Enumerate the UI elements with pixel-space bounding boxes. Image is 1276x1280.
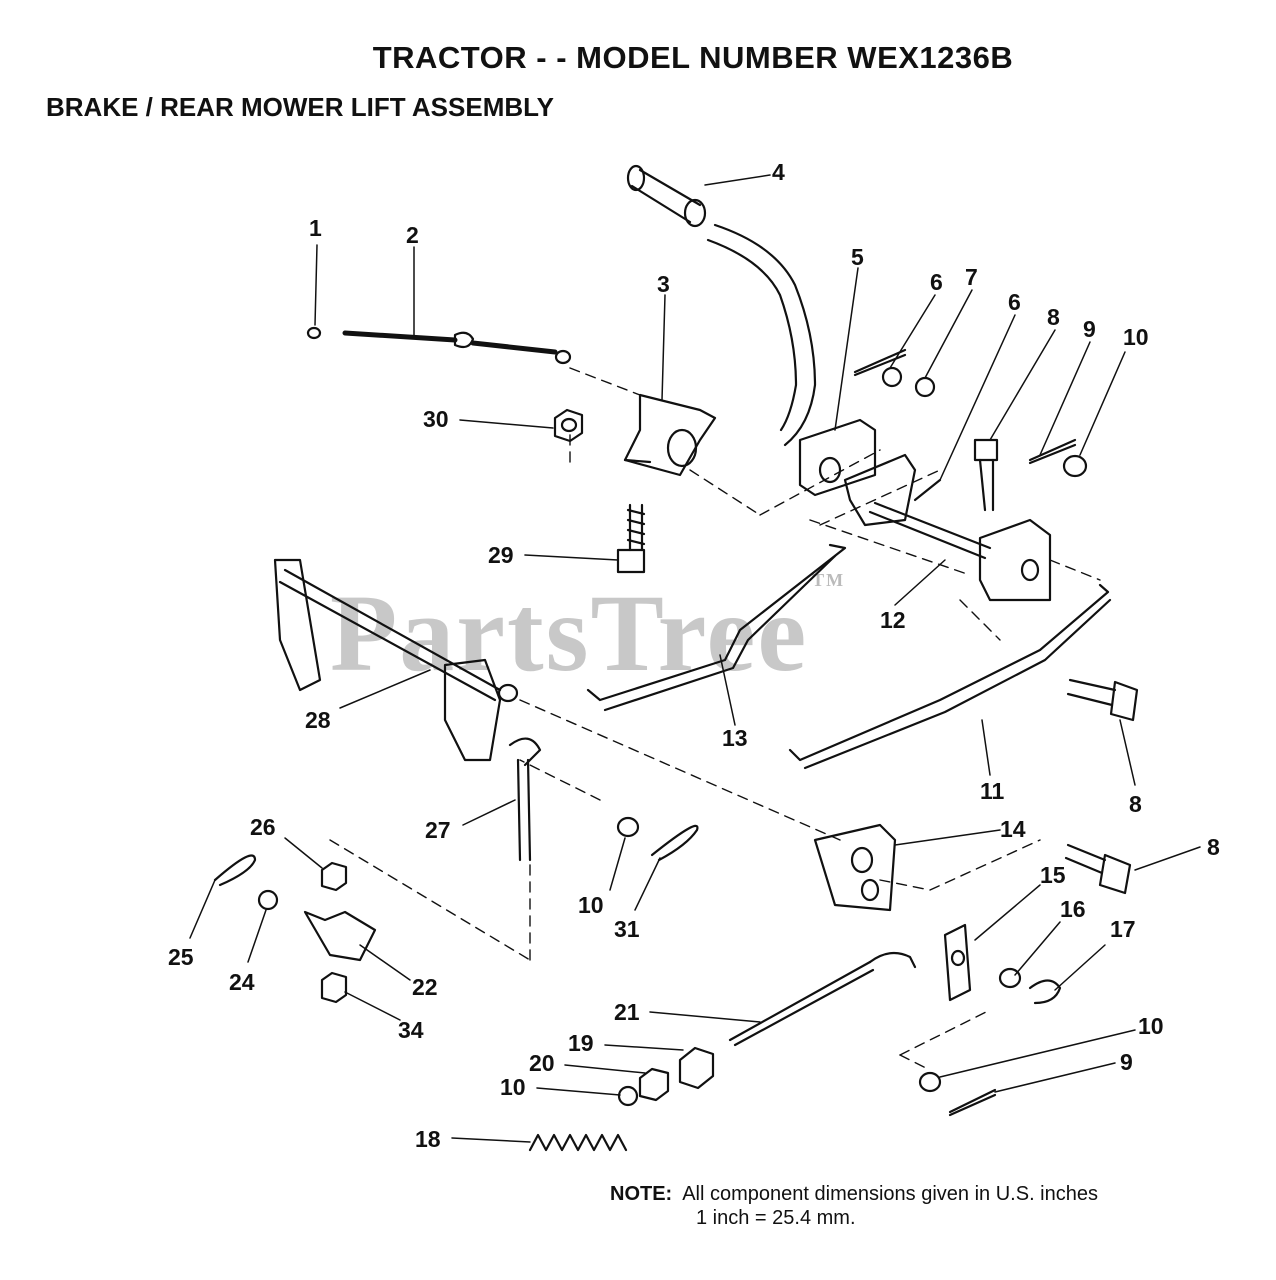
callout-9-top: 9	[1083, 316, 1096, 342]
callout-18: 18	[415, 1126, 441, 1152]
alignment-lines	[329, 367, 1101, 1071]
callout-34: 34	[398, 1017, 424, 1043]
callout-8-right: 8	[1129, 791, 1142, 817]
callout-22: 22	[412, 974, 438, 1000]
note-label: NOTE:	[610, 1183, 673, 1205]
callout-8-lower: 8	[1207, 834, 1220, 860]
callout-numbers: 1 2 3 4 5 6 7 6 8 9 10 30 29 12 28 13 11…	[168, 159, 1220, 1152]
leader-lines	[189, 174, 1201, 1143]
callout-10-mid: 10	[578, 892, 604, 918]
callout-10-lower: 10	[500, 1074, 526, 1100]
note-line-1: All component dimensions given in U.S. i…	[682, 1183, 1098, 1205]
note-line-2: 1 inch = 25.4 mm.	[696, 1207, 856, 1229]
page-title: TRACTOR - - MODEL NUMBER WEX1236B	[372, 40, 1014, 75]
callout-25: 25	[168, 944, 194, 970]
callout-15: 15	[1040, 862, 1066, 888]
clip-part	[306, 326, 322, 340]
callout-19: 19	[568, 1030, 594, 1056]
callout-7: 7	[965, 264, 978, 290]
callout-2: 2	[406, 222, 419, 248]
callout-30: 30	[423, 406, 449, 432]
callout-10-top: 10	[1123, 324, 1149, 350]
callout-26: 26	[250, 814, 276, 840]
callout-20: 20	[529, 1050, 555, 1076]
dimension-note: NOTE: All component dimensions given in U…	[610, 1182, 1098, 1230]
watermark-tm: TM	[812, 570, 846, 590]
callout-1: 1	[309, 215, 322, 241]
callout-16: 16	[1060, 896, 1086, 922]
callout-31: 31	[614, 916, 640, 942]
callout-10-right: 10	[1138, 1013, 1164, 1039]
callout-4: 4	[772, 159, 785, 185]
callout-21: 21	[614, 999, 640, 1025]
callout-6-right: 6	[1008, 289, 1021, 315]
callout-29: 29	[488, 542, 514, 568]
callout-11: 11	[980, 778, 1005, 804]
callout-9-right: 9	[1120, 1049, 1133, 1075]
callout-8-top: 8	[1047, 304, 1060, 330]
callout-13: 13	[722, 725, 748, 751]
callout-12: 12	[880, 607, 906, 633]
assembly-subtitle: BRAKE / REAR MOWER LIFT ASSEMBLY	[46, 92, 554, 122]
callout-27: 27	[425, 817, 451, 843]
watermark-text: PartsTree	[330, 572, 809, 694]
callout-14: 14	[1000, 816, 1026, 842]
callout-5: 5	[851, 244, 864, 270]
callout-3: 3	[657, 271, 670, 297]
callout-17: 17	[1110, 916, 1136, 942]
nut-part	[553, 408, 584, 443]
callout-6-left: 6	[930, 269, 943, 295]
callout-24: 24	[229, 969, 255, 995]
callout-28: 28	[305, 707, 331, 733]
